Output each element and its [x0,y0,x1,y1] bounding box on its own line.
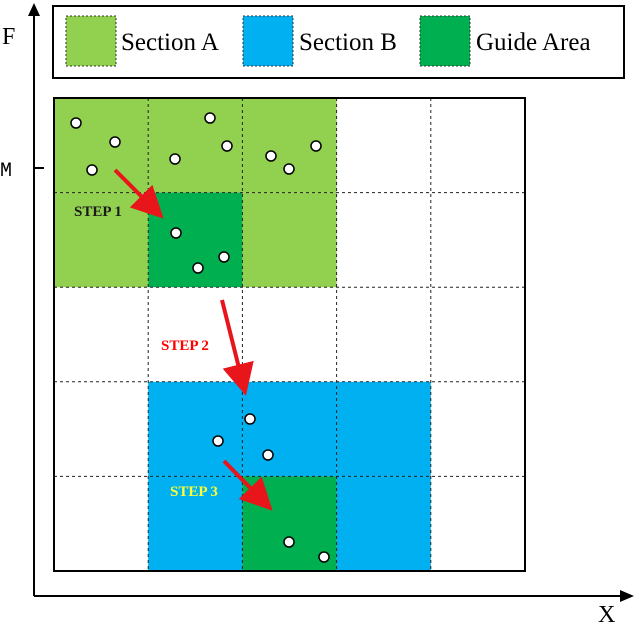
y-axis-label: F [2,24,15,50]
step-1-label: STEP 1 [74,204,122,220]
point [318,551,330,563]
grid-cell-section-b [148,476,243,571]
legend-frame [52,5,625,79]
point [218,251,230,263]
axes: F M X [0,3,634,625]
grid-cell-section-b [148,381,243,477]
grid-cell-section-b [242,381,337,477]
legend-swatch-guide-area [419,15,471,67]
point [265,150,277,162]
legend-swatch-section-b [242,15,294,67]
x-axis-label: X [598,602,615,625]
point [221,140,233,152]
point [192,262,204,274]
grid-lines [54,98,525,571]
point [310,140,322,152]
legend-swatch-section-a [65,15,117,67]
grid-border [53,97,526,572]
grid-cell-section-b [336,476,431,571]
grid-cell-section-b [336,381,431,477]
y-axis-tick-label: M [0,160,12,183]
legend: Section A Section B Guide Area [52,5,625,79]
y-axis-arrow [28,3,40,16]
point [244,413,256,425]
points [70,112,330,563]
point [283,163,295,175]
point [170,227,182,239]
step-3-label: STEP 3 [170,484,218,500]
step-2-label: STEP 2 [161,338,209,354]
point [109,136,121,148]
point [204,112,216,124]
grid-cell-section-a [242,98,337,193]
step-2-arrow [220,299,254,396]
point [212,435,224,447]
point [86,164,98,176]
point [283,536,295,548]
x-axis-arrow [620,590,634,602]
grid-cell-section-a [242,192,337,288]
step-1-arrow [113,168,164,219]
grid-cell-section-a [54,98,149,193]
point [70,117,82,129]
point [262,449,274,461]
step-arrows [113,168,273,511]
step-labels: STEP 1 STEP 2 STEP 3 [74,204,218,500]
legend-label-guide-area: Guide Area [476,29,591,56]
legend-label-section-b: Section B [299,29,397,56]
step-3-arrow [222,459,273,511]
legend-label-section-a: Section A [121,29,219,56]
point [169,153,181,165]
